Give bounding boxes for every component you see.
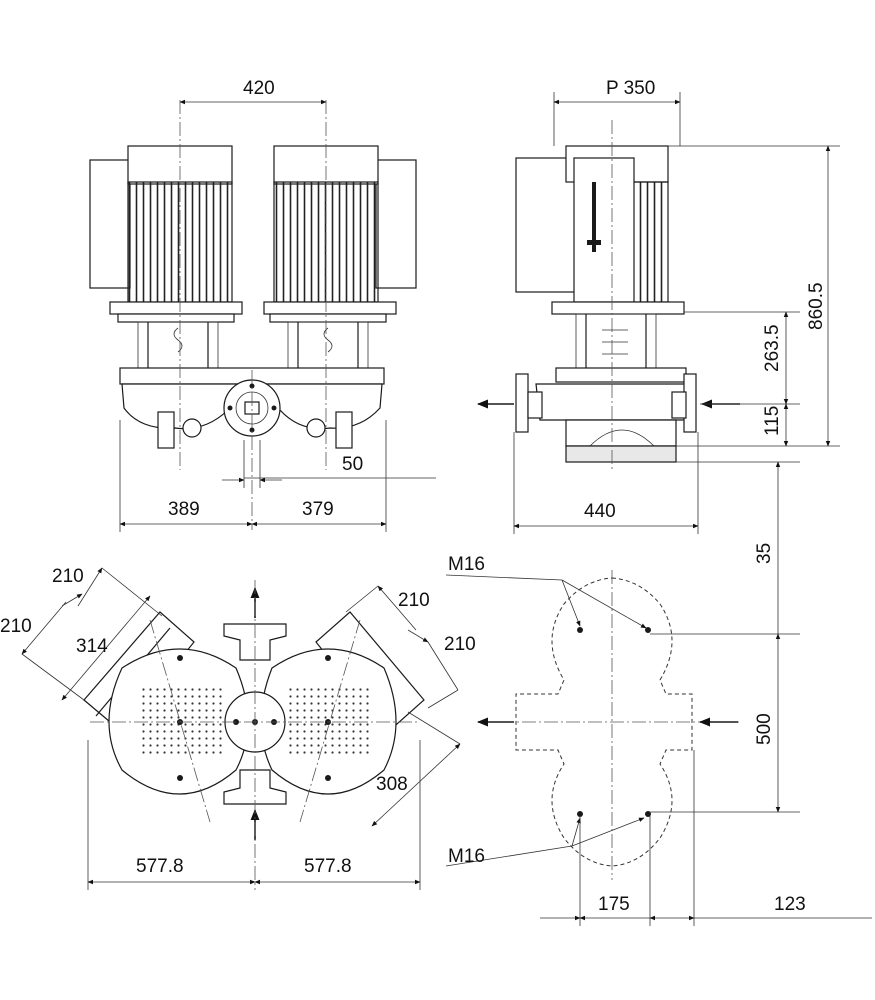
dim-top-right-577: 577.8 — [304, 856, 352, 877]
dim-total-height: 860.5 — [806, 282, 827, 330]
dim-side-width: 440 — [584, 501, 616, 522]
front-view: 420 50 389 379 — [89, 78, 436, 532]
dim-port-210-b: 210 — [0, 616, 32, 637]
couplings — [137, 321, 369, 371]
dim-top-left-577: 577.8 — [136, 856, 184, 877]
dim-port-210-a: 210 — [52, 566, 84, 587]
dim-base-500: 500 — [754, 713, 775, 745]
dim-motor-depth: P 350 — [606, 78, 655, 99]
bolt-label-top: M16 — [448, 554, 485, 575]
dim-flange-height: 115 — [762, 406, 783, 436]
dim-offset-small: 50 — [342, 454, 363, 475]
foundation-view: M16 M16 500 175 123 — [445, 554, 872, 926]
dim-left-width: 389 — [168, 499, 200, 520]
dim-right-width: 379 — [302, 499, 334, 520]
dim-port-210-c: 210 — [398, 590, 430, 611]
dim-base-35: 35 — [754, 543, 775, 564]
dim-pump-height: 263.5 — [762, 324, 783, 372]
dim-diag-314: 314 — [76, 636, 108, 657]
bolt-label-bottom: M16 — [448, 846, 485, 867]
dim-diag-308: 308 — [376, 774, 408, 795]
left-motor — [89, 145, 243, 323]
dim-port-210-d: 210 — [444, 634, 476, 655]
side-view: P 350 860.5 263.5 115 440 35 — [476, 78, 840, 634]
brand-logo — [587, 182, 601, 252]
top-view: 577.8 577.8 210 210 314 210 210 308 — [0, 566, 476, 890]
right-motor — [263, 145, 417, 323]
dim-motor-spacing: 420 — [243, 78, 275, 99]
dim-base-175: 175 — [598, 894, 630, 915]
dim-base-123: 123 — [774, 894, 806, 915]
